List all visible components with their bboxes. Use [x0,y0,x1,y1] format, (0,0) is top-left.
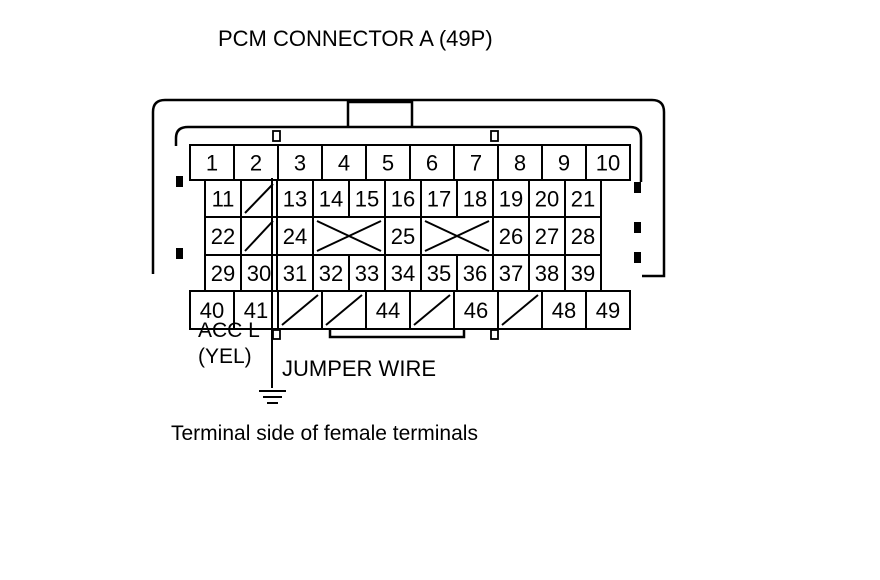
unused-pin-mark [501,294,539,326]
pin-number: 7 [470,151,482,176]
connector-title: PCM CONNECTOR A (49P) [218,26,493,51]
pin-number: 31 [283,261,307,286]
pin-number: 27 [535,224,559,249]
pin-number: 2 [250,151,262,176]
pin-number: 9 [558,151,570,176]
pin-number: 21 [571,187,595,212]
key-top-left [272,130,281,142]
pin-number: 28 [571,224,595,249]
key-bottom-left [272,329,281,340]
unused-pin-mark [316,220,382,252]
pin-number: 16 [391,187,415,212]
connector-housing-inner [174,125,643,182]
pin-number: 3 [294,151,306,176]
pin-number: 20 [535,187,559,212]
pin-number: 19 [499,187,523,212]
pin-number: 22 [211,224,235,249]
unused-pin-mark [424,220,490,252]
pin-number: 30 [247,261,271,286]
pin-number: 1 [206,151,218,176]
pin-number: 46 [464,298,488,323]
pin-number: 32 [319,261,343,286]
unused-pin-mark [244,220,274,252]
unused-pin-mark [325,294,363,326]
pin-number: 17 [427,187,451,212]
pin-number: 15 [355,187,379,212]
pin-number: 5 [382,151,394,176]
side-lock-right-2 [634,222,641,233]
pin-number: 37 [499,261,523,286]
wire-color-label: (YEL) [198,345,252,368]
pin-number: 6 [426,151,438,176]
pin-number: 34 [391,261,415,286]
pin-number: 41 [244,298,268,323]
connector-latch [346,100,414,127]
pin-number: 25 [391,224,415,249]
pin-number: 8 [514,151,526,176]
pin-number: 40 [200,298,224,323]
pin-number: 39 [571,261,595,286]
pin-cell [585,144,631,181]
unused-pin-mark [281,294,319,326]
pin-number: 10 [596,151,620,176]
pin-number: 26 [499,224,523,249]
unused-pin-mark [244,183,274,214]
diagram-caption: Terminal side of female terminals [171,422,478,445]
connector-bottom-tab [328,329,466,339]
pin-number: 35 [427,261,451,286]
pin-number: 49 [596,298,620,323]
pin-cell [585,290,631,330]
unused-pin-mark [413,294,451,326]
pin-number: 24 [283,224,307,249]
key-top-right [490,130,499,142]
pin-number: 4 [338,151,350,176]
pin-number: 48 [552,298,576,323]
side-lock-right-1 [634,182,641,193]
connector-housing-outer [151,98,666,278]
pin-number: 11 [212,187,235,212]
key-bottom-right [490,329,499,340]
side-lock-right-3 [634,252,641,263]
jumper-wire-label: JUMPER WIRE [282,356,436,381]
jumper-wire [259,178,286,404]
side-lock-left-2 [176,248,183,259]
pin-number: 44 [376,298,400,323]
pin-number: 18 [463,187,487,212]
pin-number: 13 [283,187,307,212]
pin-number: 36 [463,261,487,286]
pin-number: 38 [535,261,559,286]
pin-number: 29 [211,261,235,286]
pin-number: 33 [355,261,379,286]
pin-number: 14 [319,187,343,212]
wire-label: ACC L [198,319,260,342]
side-lock-left-1 [176,176,183,187]
